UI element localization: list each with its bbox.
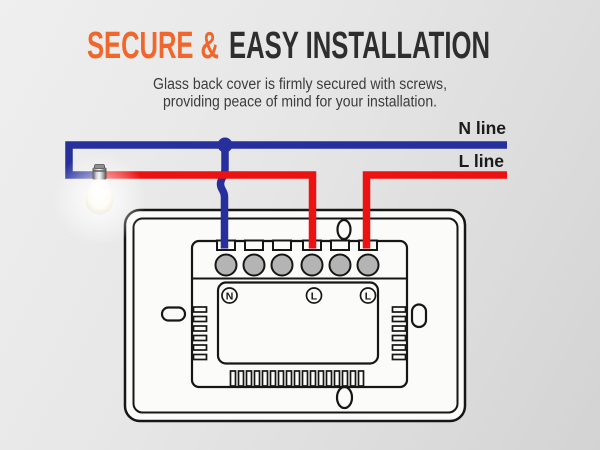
terminal-screw-6 <box>356 253 380 277</box>
terminal-n-circle <box>221 287 238 304</box>
screw-hole-right <box>410 303 428 329</box>
terminal-slot-3 <box>272 239 292 251</box>
screw-hole-top <box>336 218 352 241</box>
terminal-l2-circle <box>359 287 377 304</box>
header: SECURE & EASY INSTALLATION Glass back co… <box>87 25 490 111</box>
terminal-screw-3 <box>270 253 294 277</box>
terminal-screw-1 <box>214 253 238 277</box>
neutral-wire-drop <box>216 145 229 249</box>
terminal-slot-5 <box>330 239 350 251</box>
l-line-label: L line <box>459 151 505 171</box>
light-bulb <box>52 152 147 246</box>
subtitle-line-2: providing peace of mind for your install… <box>163 94 437 111</box>
module-box <box>216 281 380 365</box>
terminal-l1-circle <box>305 287 323 304</box>
switch-plate-inner-frame <box>132 217 459 414</box>
live-wire <box>362 171 507 249</box>
ventilation-comb <box>229 370 365 387</box>
terminal-markings: N L L <box>221 287 377 304</box>
terminal-screw-2 <box>242 253 266 277</box>
terminal-label-l2: L <box>365 291 372 303</box>
page-title-accent: SECURE & <box>87 25 219 67</box>
neutral-wire-junction-dot <box>217 137 233 153</box>
screw-hole-left <box>160 306 187 322</box>
terminal-label-n: N <box>226 291 234 303</box>
terminal-label-l1: L <box>311 291 318 303</box>
bulb-cap <box>92 167 107 180</box>
heatsink-fins-left <box>192 306 208 361</box>
smart-switch: N L L <box>123 208 467 423</box>
switch-mechanism-body <box>190 239 409 389</box>
wires <box>65 141 507 249</box>
subtitle-line-1: Glass back cover is firmly secured with … <box>153 76 447 93</box>
bulb-body <box>85 178 114 215</box>
load-wire-bulb-to-switch <box>102 171 317 249</box>
terminal-screw-5 <box>328 253 352 277</box>
terminal-slot-2 <box>244 239 264 251</box>
bulb-cap-tip <box>94 164 105 169</box>
terminal-screws <box>214 253 380 277</box>
page-title-rest: EASY INSTALLATION <box>229 25 490 67</box>
heatsink-fins-right <box>391 306 407 361</box>
bulb-cap-band <box>92 170 107 172</box>
n-line-label: N line <box>458 118 506 138</box>
terminal-screw-4 <box>300 253 324 277</box>
